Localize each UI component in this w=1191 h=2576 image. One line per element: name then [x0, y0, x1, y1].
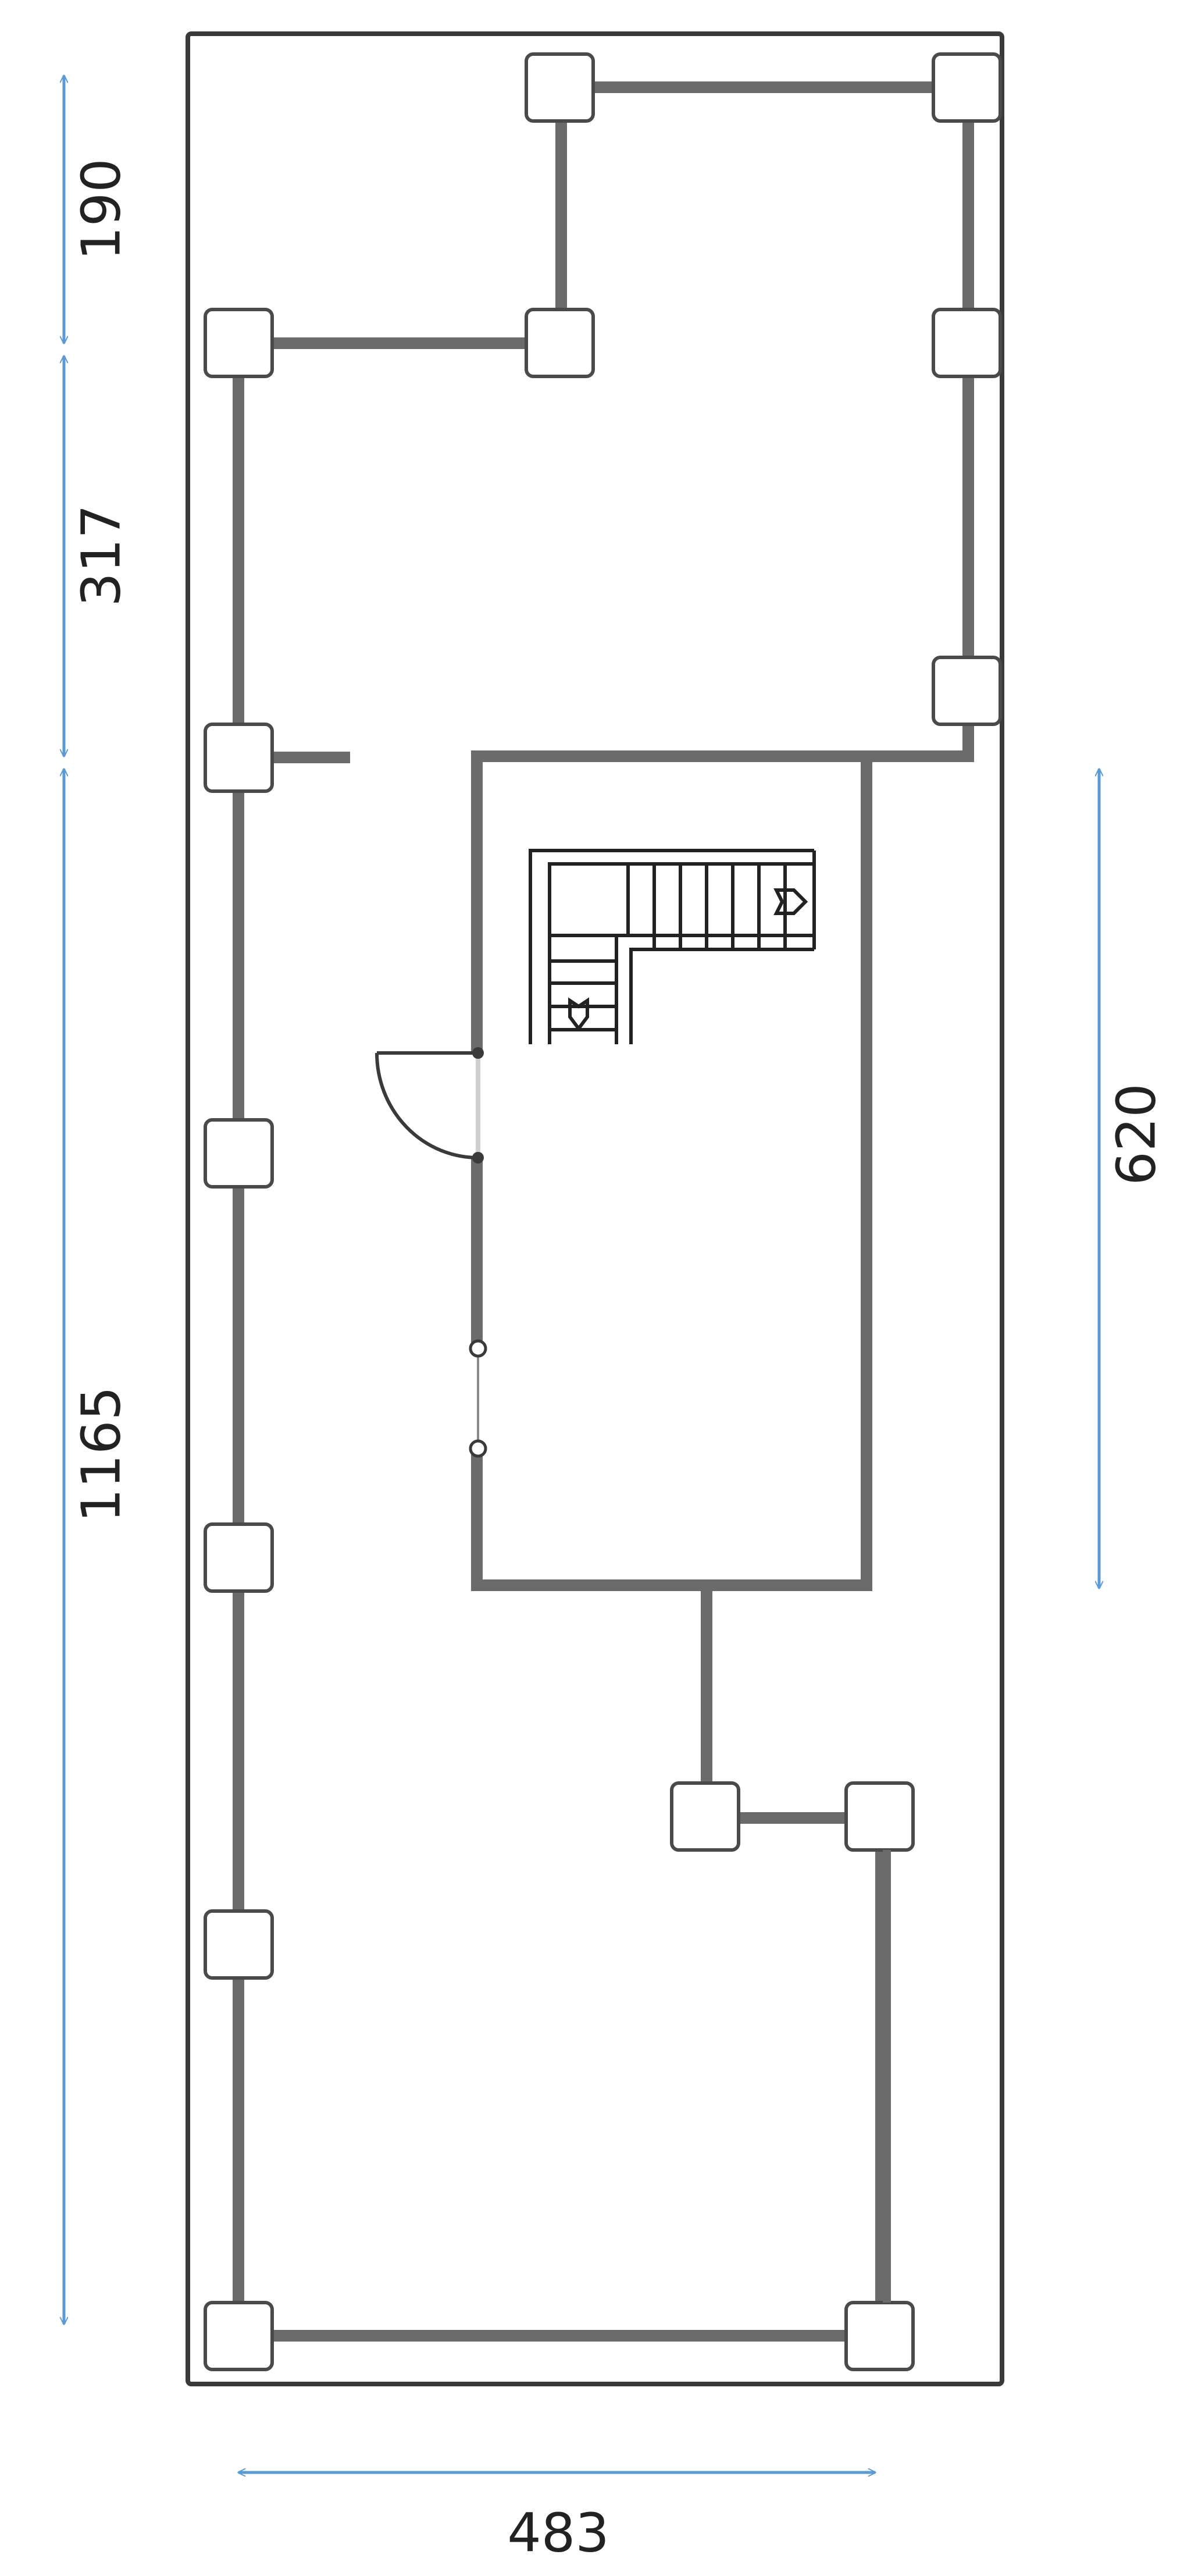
- dimension-label-bottom: 483: [507, 2502, 609, 2564]
- stair-arrow-up: [773, 888, 808, 915]
- column: [932, 308, 1002, 378]
- column: [204, 308, 274, 378]
- column: [204, 723, 274, 793]
- dimension-label-left-middle: 317: [70, 504, 132, 607]
- columns: [204, 52, 1002, 2371]
- column: [932, 656, 1002, 726]
- dimension-label-left-top: 190: [70, 158, 132, 261]
- dimension-label-left-bottom: 1165: [70, 1386, 132, 1522]
- column: [204, 1522, 274, 1593]
- door-swing: [375, 1052, 479, 1159]
- column: [525, 52, 595, 123]
- stair-arrow-down: [568, 997, 589, 1031]
- column: [844, 1781, 915, 1852]
- column: [844, 2301, 915, 2371]
- column: [525, 308, 595, 378]
- door: [375, 1047, 486, 1164]
- column: [204, 1118, 274, 1189]
- central-core-room: [471, 750, 872, 1591]
- dimension-label-right: 620: [1105, 1083, 1167, 1186]
- staircase: [529, 849, 816, 1044]
- walls: [233, 81, 974, 2342]
- core-opening: [469, 1339, 487, 1458]
- column: [204, 2301, 274, 2371]
- column: [932, 52, 1002, 123]
- dimension-lines: [64, 76, 1099, 2472]
- column: [670, 1781, 740, 1852]
- column: [204, 1909, 274, 1980]
- building-outline: [186, 31, 1004, 2386]
